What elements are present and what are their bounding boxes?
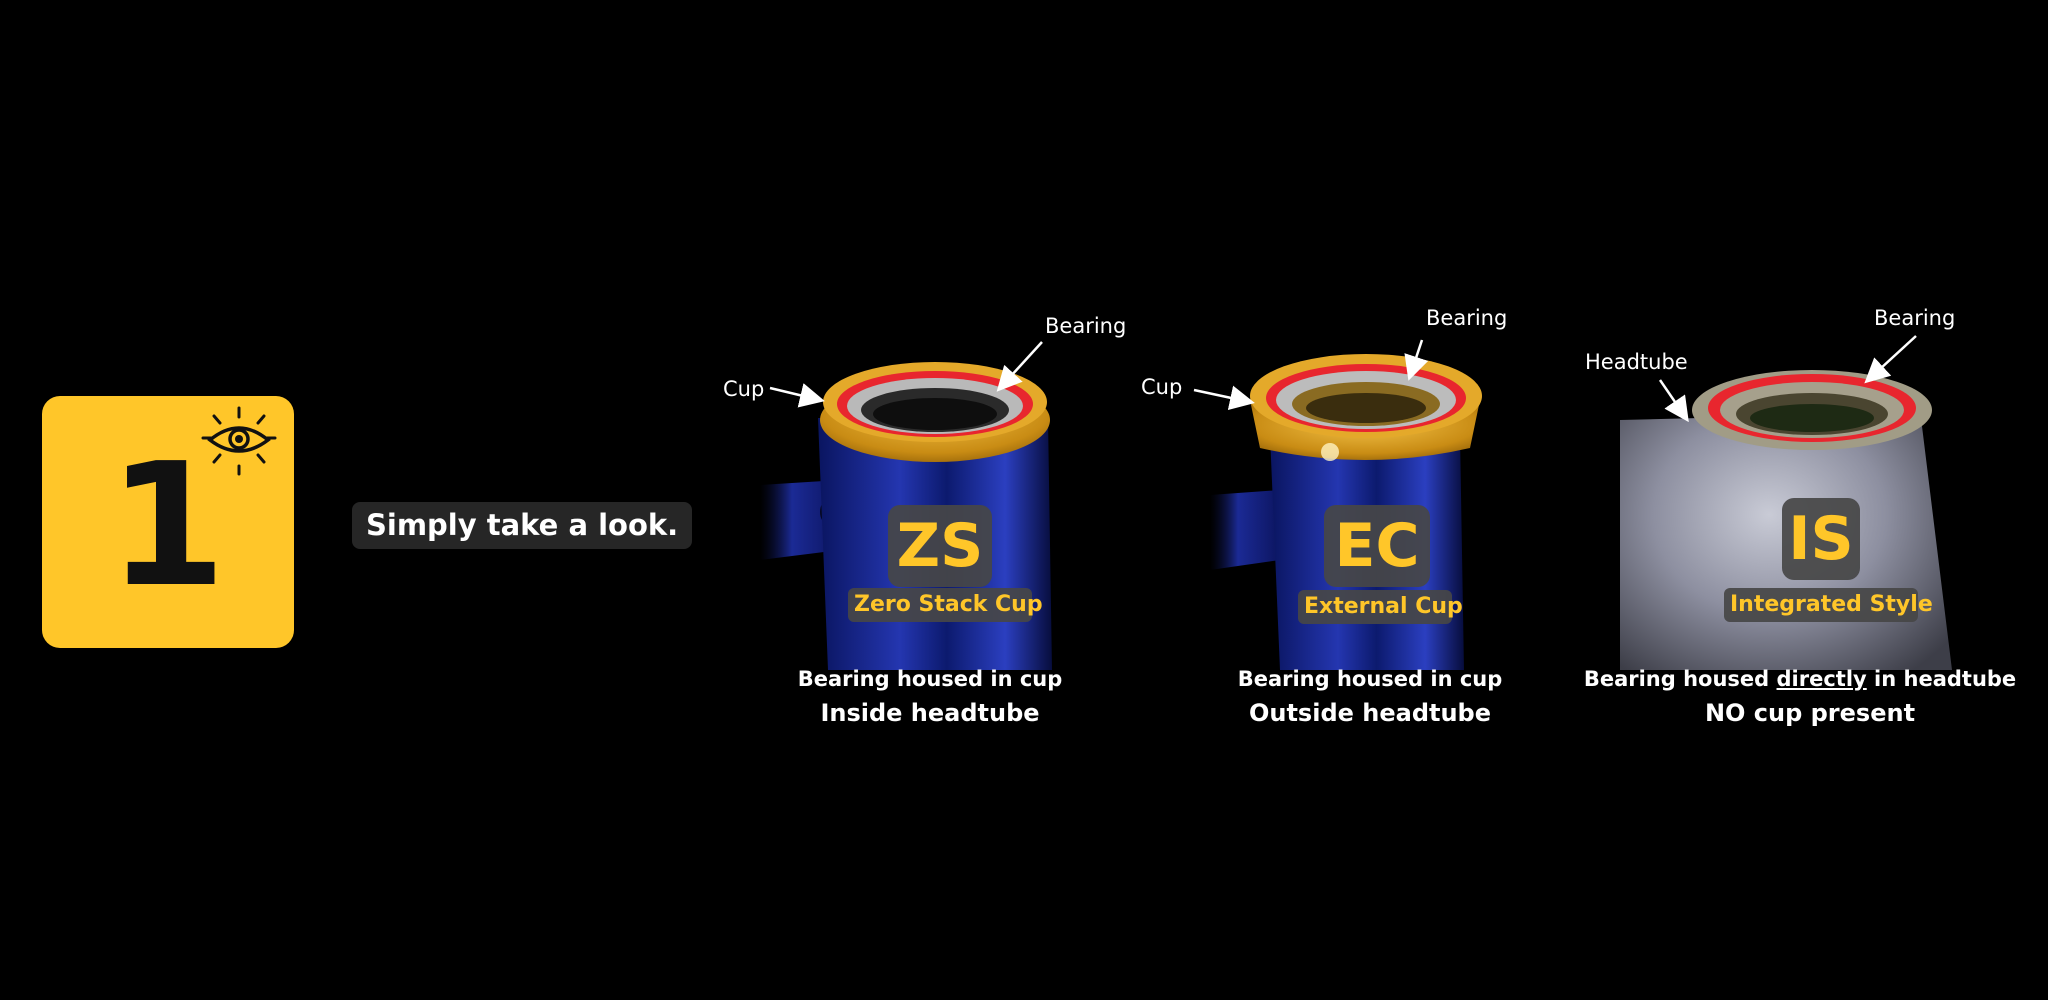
callout-arrows bbox=[769, 341, 1043, 408]
callout-arrows bbox=[1658, 335, 1917, 423]
cup-callout: Cup bbox=[723, 377, 765, 401]
panel-external-cup: Cup Bearing EC External Cup Bearing hous… bbox=[1130, 300, 1570, 740]
eye-icon bbox=[201, 406, 277, 476]
step-number: 1 bbox=[107, 427, 227, 625]
external-cup-name: External Cup bbox=[1298, 590, 1463, 624]
bearing-callout: Bearing bbox=[1874, 306, 1956, 330]
integrated-style-name: Integrated Style bbox=[1724, 588, 1933, 622]
external-cup-headtube-illustration bbox=[1210, 354, 1482, 670]
intro-text: Simply take a look. bbox=[352, 502, 693, 549]
description-emphasis: directly bbox=[1776, 667, 1867, 691]
step-badge: 1 bbox=[42, 396, 294, 648]
zero-stack-description: Bearing housed in cup bbox=[797, 667, 1063, 691]
external-cup-position: Outside headtube bbox=[1248, 699, 1492, 727]
description-prefix: Bearing housed bbox=[1583, 667, 1777, 691]
panel-zero-stack: Cup Bearing ZS Zero Stack Cup Bearing ho… bbox=[700, 300, 1140, 740]
external-cup-description: Bearing housed in cup bbox=[1237, 667, 1503, 691]
integrated-style-code: IS bbox=[1782, 498, 1860, 580]
bearing-callout: Bearing bbox=[1426, 306, 1508, 330]
external-cup-code: EC bbox=[1324, 505, 1430, 587]
zero-stack-name: Zero Stack Cup bbox=[848, 588, 1043, 622]
callout-arrows bbox=[1193, 339, 1429, 411]
panel-integrated-style: Headtube Bearing IS Integrated Style Bea… bbox=[1580, 300, 2020, 740]
zero-stack-code: ZS bbox=[888, 505, 992, 587]
headtube-callout: Headtube bbox=[1585, 350, 1688, 374]
description-suffix: in headtube bbox=[1866, 667, 2017, 691]
bearing-callout: Bearing bbox=[1045, 314, 1127, 338]
cup-callout: Cup bbox=[1141, 375, 1183, 399]
zero-stack-position: Inside headtube bbox=[820, 699, 1040, 727]
integrated-style-description: Bearing housed directly in headtube bbox=[1580, 666, 2020, 692]
integrated-style-position: NO cup present bbox=[1704, 699, 1916, 727]
